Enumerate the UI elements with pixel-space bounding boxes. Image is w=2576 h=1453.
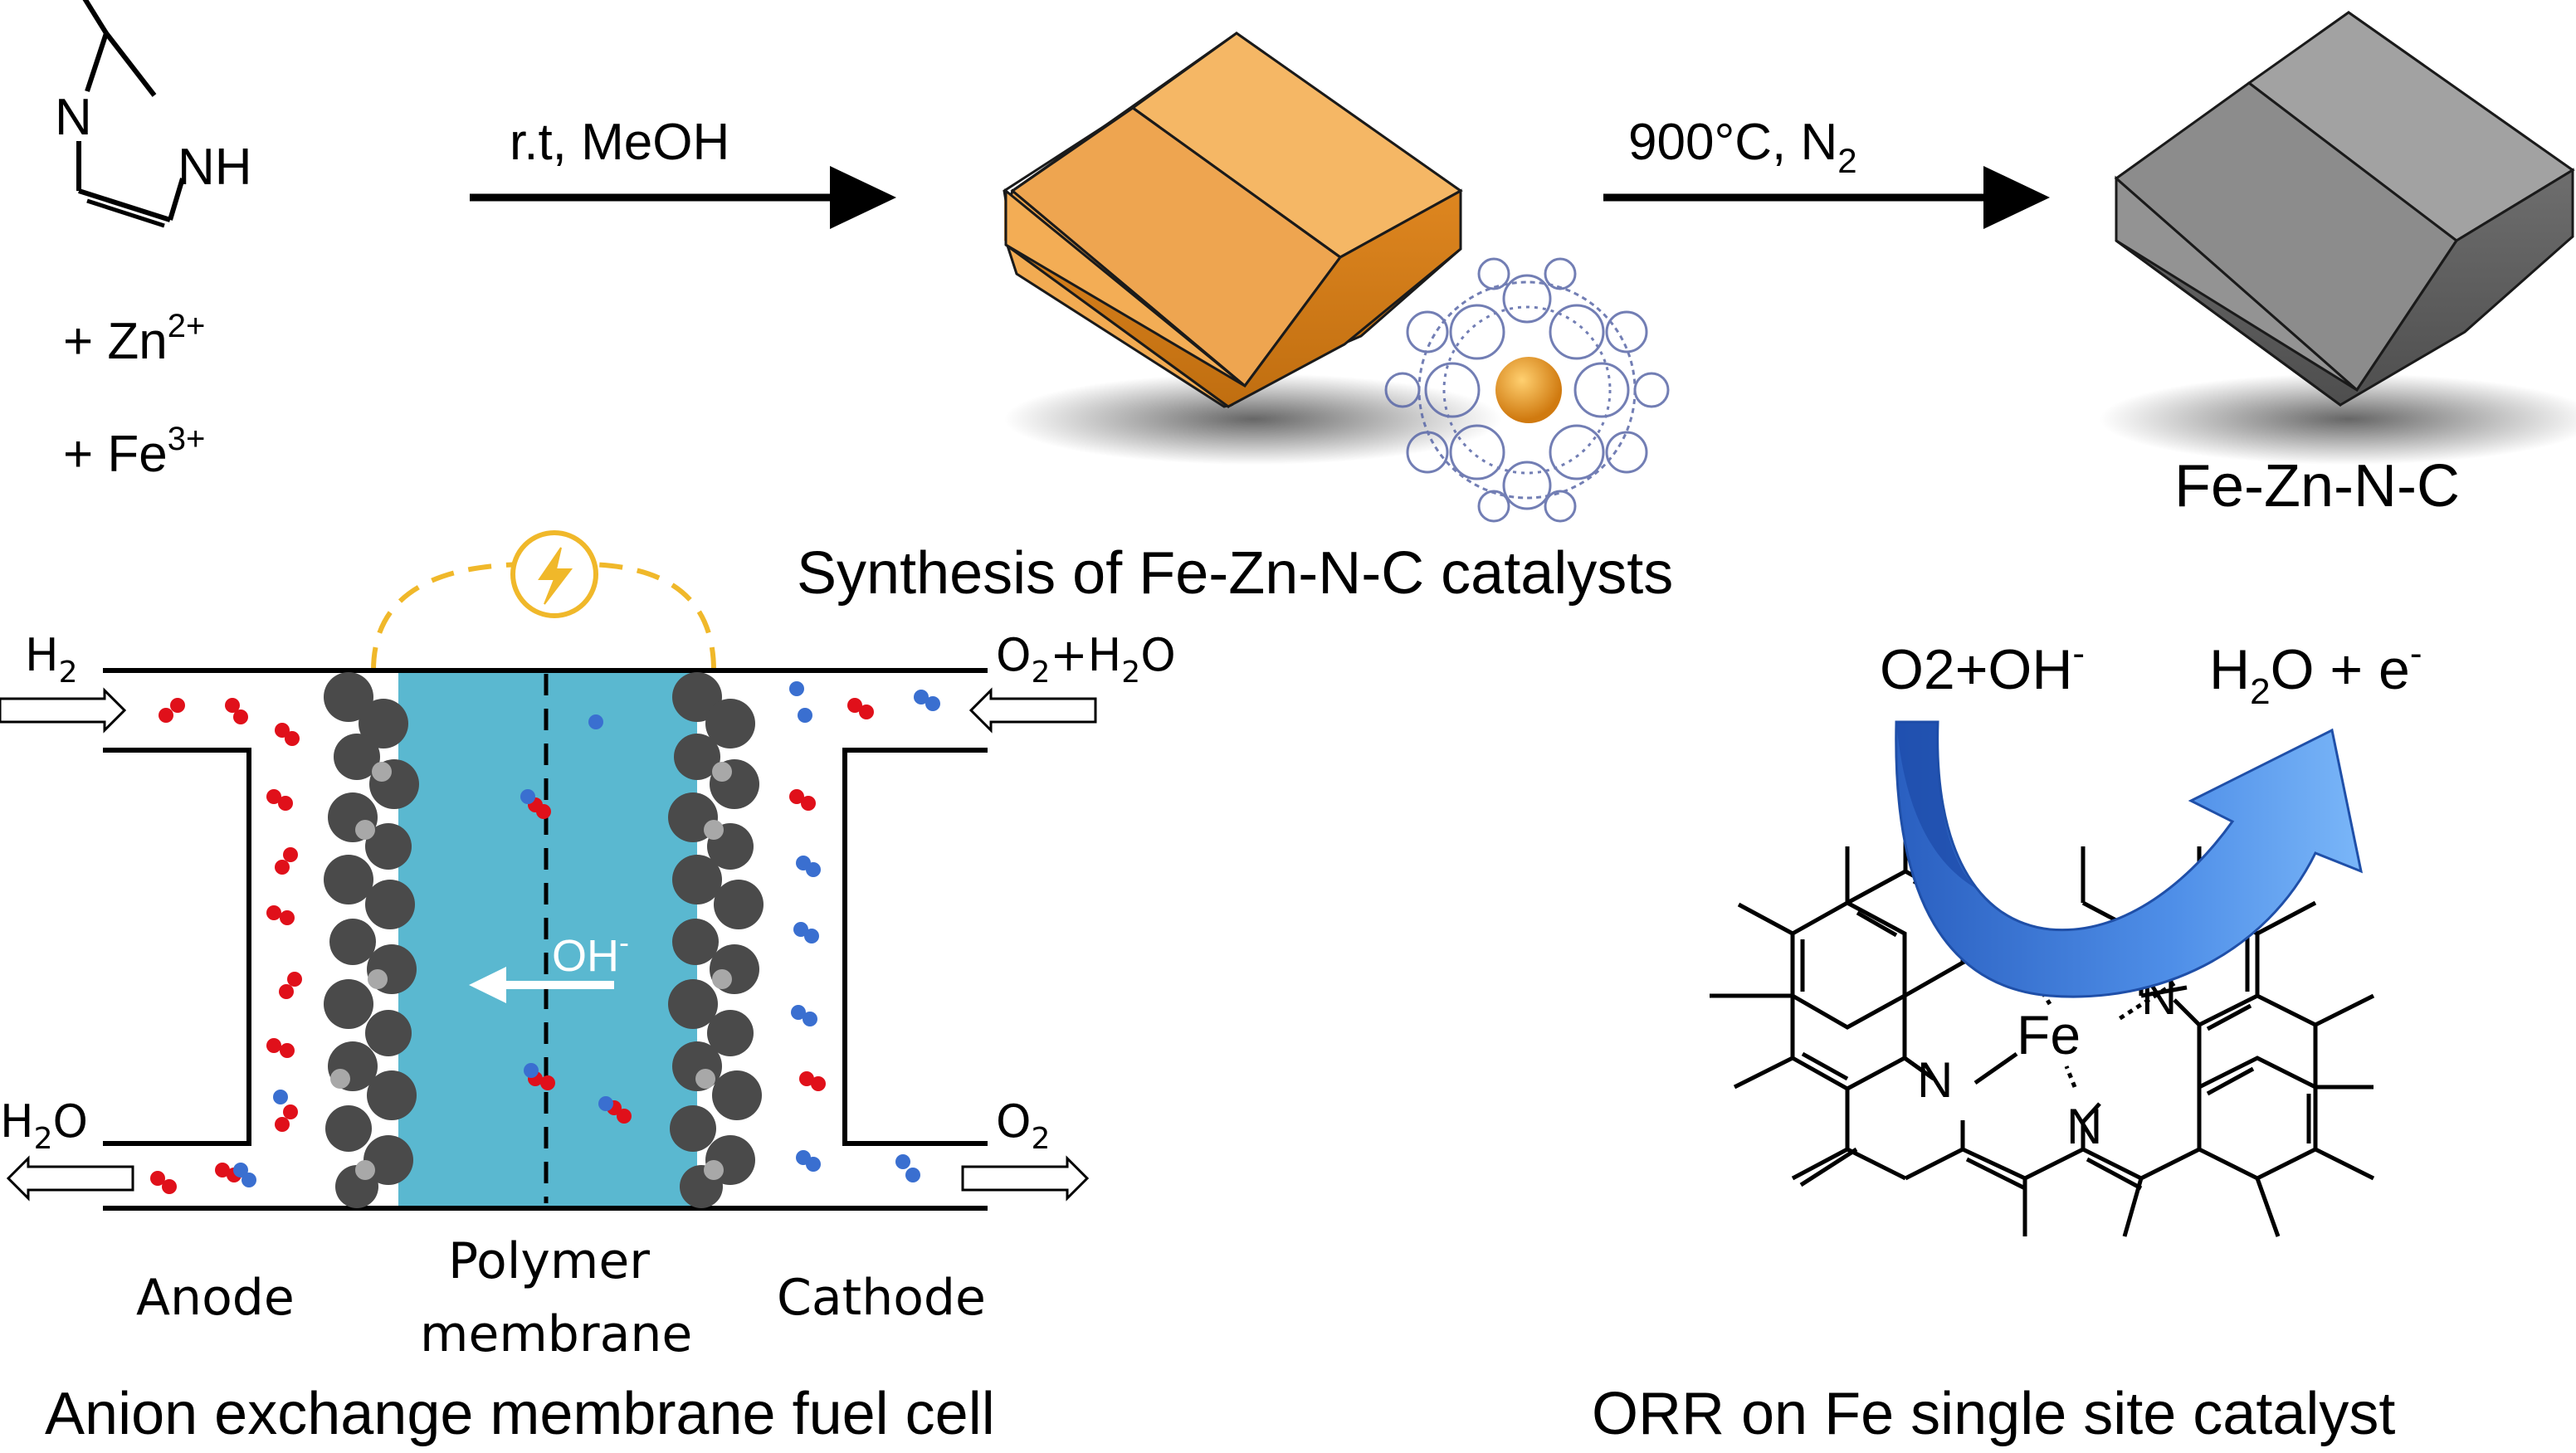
orr-caption: ORR on Fe single site catalyst [1592, 1381, 2395, 1447]
n-atom-4: N [2066, 1099, 2102, 1154]
h2-inlet-arrow [0, 687, 127, 734]
h2-inlet-label: H2 [25, 629, 78, 690]
svg-text:+ Zn2+: + Zn2+ [63, 308, 205, 370]
o2-inlet-arrow [968, 687, 1097, 734]
anode-label: Anode [136, 1269, 295, 1327]
synthesis-arrow-2 [1603, 166, 2050, 229]
fuel-cell-diagram: OH- H2 O2+H2O H2O O2 Anode Polymer membr… [0, 530, 1176, 1363]
synthesis-arrow-1 [470, 166, 896, 229]
fe-zn-n-c-crystal [2100, 11, 2576, 465]
zinc-ion-label: + Zn2+ [63, 308, 205, 370]
imidazole-structure: N NH [55, 0, 252, 228]
synthesis-caption: Synthesis of Fe-Zn-N-C catalysts [797, 540, 1673, 607]
o2-outlet-arrow [961, 1155, 1090, 1202]
imidazole-nh-label: NH [178, 139, 252, 196]
cathode-catalyst-layer [668, 672, 764, 1208]
fuel-cell-caption: Anion exchange membrane fuel cell [45, 1381, 995, 1447]
cathode-label: Cathode [777, 1269, 986, 1327]
membrane-label-line2: membrane [420, 1305, 692, 1363]
zif-crystal-gold [1003, 32, 1502, 465]
arrow-2-label: 900°C, N2 [1628, 114, 1857, 180]
h2o-outlet-label: H2O [0, 1095, 88, 1156]
fe-center: Fe [2017, 1004, 2081, 1065]
o2-h2o-inlet-label: O2+H2O [996, 629, 1176, 690]
anode-catalyst-layer [324, 672, 419, 1208]
orr-reaction-arrow [1895, 720, 2364, 998]
svg-text:+ Fe3+: + Fe3+ [63, 421, 205, 483]
membrane-label-line1: Polymer [448, 1232, 650, 1290]
h2o-outlet-arrow [6, 1155, 134, 1202]
zif-framework-cluster [1384, 257, 1670, 523]
iron-ion-label: + Fe3+ [63, 421, 205, 483]
hydrogen-molecules [150, 698, 874, 1194]
imidazole-n-label: N [55, 89, 92, 146]
fe-n4-structure [1710, 817, 2375, 1237]
oxygen-molecules [233, 681, 940, 1187]
orr-product: H2O + e- [2209, 633, 2422, 712]
ion-label: OH- [552, 925, 629, 981]
n-atom-3: N [1917, 1052, 1953, 1108]
o2-outlet-label: O2 [996, 1095, 1050, 1156]
arrow-1-label: r.t, MeOH [510, 114, 729, 171]
guest-metal-particle [1495, 357, 1562, 423]
product-label: Fe-Zn-N-C [2174, 453, 2460, 519]
orr-reactant: O2+OH- [1880, 633, 2085, 701]
